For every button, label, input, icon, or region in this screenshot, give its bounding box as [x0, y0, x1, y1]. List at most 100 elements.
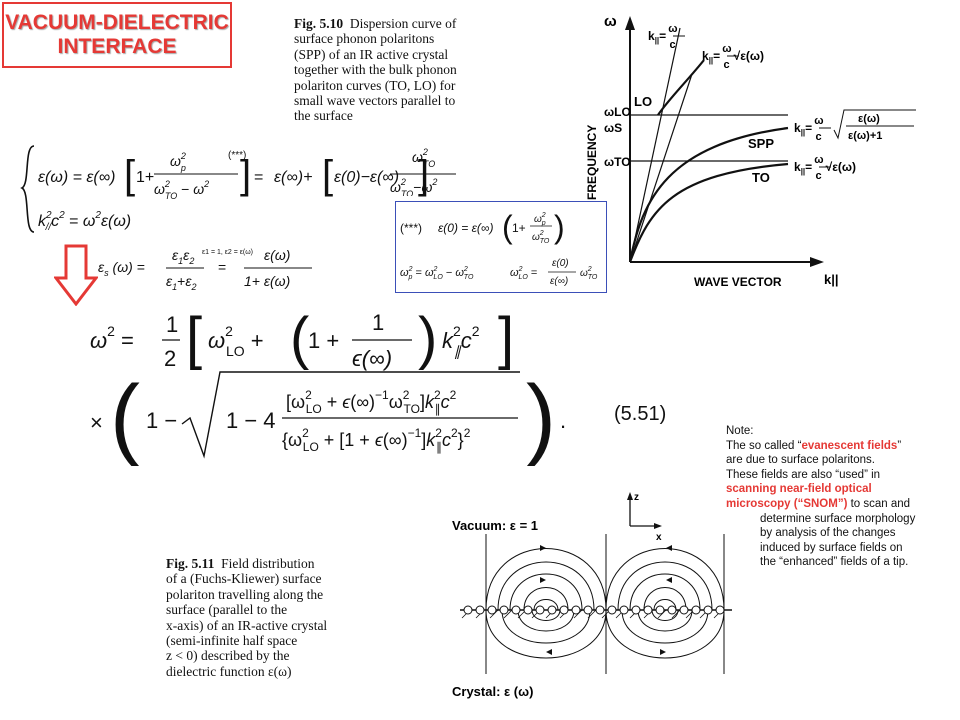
y-axis-title: FREQUENCY [585, 125, 599, 200]
svg-text:εs (ω) =: εs (ω) = [98, 259, 145, 278]
to-curve-label: TO [752, 170, 770, 185]
fig-5-10-line: surface phonon polaritons [294, 31, 435, 47]
down-arrow-icon [54, 244, 98, 306]
svg-text:(: ( [290, 306, 309, 371]
fig-5-11-line: Field distribution [221, 556, 315, 571]
fig-5-11-line: z < 0) described by the [166, 648, 290, 664]
svg-text:ω2 =: ω2 = [90, 323, 134, 353]
svg-text:[: [ [186, 306, 202, 371]
fig-5-10-line: small wave vectors parallel to [294, 93, 456, 109]
omega-s-label: ωS [604, 121, 622, 135]
note-indent-line: by analysis of the changes [760, 527, 896, 540]
svg-text:1 +: 1 + [308, 328, 339, 353]
snom-highlight-2: microscopy (“SNOM”) [726, 497, 848, 510]
snom-highlight-1: scanning near-field optical [726, 483, 872, 496]
svg-text:): ) [526, 368, 556, 466]
svg-text:ε(∞)+: ε(∞)+ [274, 169, 312, 186]
omega-lo-label: ωLO [604, 105, 631, 119]
x-axis-title: WAVE VECTOR [694, 275, 782, 289]
svg-text:2: 2 [164, 346, 176, 371]
to-curve [628, 162, 789, 263]
spp-numerator: ε(ω) [858, 113, 880, 125]
svg-text:ε(0): ε(0) [552, 258, 569, 269]
svg-text:[: [ [322, 153, 333, 197]
y-axis-arrow [625, 16, 635, 30]
title-line-2: INTERFACE [57, 35, 177, 58]
snom-note: Note: The so called “evanescent fields” … [726, 424, 958, 570]
k-axis-label: k|| [824, 272, 839, 287]
svg-text:=: = [254, 169, 263, 186]
svg-text:×: × [90, 410, 103, 435]
field-arrows [540, 545, 672, 655]
fig-5-10-line: together with the bulk phonon [294, 62, 457, 78]
svg-text:ω2p: ω2p [170, 151, 186, 173]
light-line-epsilon [629, 73, 693, 263]
x-label: x [656, 532, 662, 543]
svg-text:]: ] [418, 153, 429, 197]
fig-5-11-line: dielectric function ε(ω) [166, 663, 292, 679]
note-heading: Note: [726, 425, 754, 437]
note-indent-line: the “enhanced” fields of a tip. [760, 556, 909, 569]
fig-5-11-line: of a (Fuchs-Kliewer) surface [166, 571, 322, 587]
sqrt-sign [833, 109, 916, 140]
svg-text:(: ( [110, 368, 140, 466]
svg-text:ε(∞): ε(∞) [550, 276, 568, 287]
svg-text:1+ ε(ω): 1+ ε(ω) [244, 273, 290, 289]
fig-5-11-caption: Fig. 5.11 Field distribution of a (Fuchs… [166, 556, 386, 679]
svg-text:]: ] [498, 306, 514, 371]
svg-text:ε(0)−ε(∞): ε(0)−ε(∞) [334, 169, 399, 186]
system-brace [20, 145, 35, 233]
fig-5-10-label: Fig. 5.10 [294, 16, 344, 31]
svg-text:1: 1 [166, 312, 178, 337]
fig-5-11-line: polariton travelling along the [166, 586, 324, 602]
fig-5-10-line: the surface [294, 108, 353, 124]
eps-omega-lhs: ε(ω) = ε(∞) [38, 169, 115, 186]
svg-text:]: ] [240, 153, 251, 197]
fig-5-11-line: surface (parallel to the [166, 602, 288, 618]
lo-curve-label: LO [634, 94, 652, 109]
spp-curve-label: SPP [748, 136, 774, 151]
note-line-3: These fields are also “used” in [726, 468, 881, 481]
note-indent-line: induced by surface fields on [760, 541, 903, 554]
svg-text:ε(ω): ε(ω) [264, 247, 290, 263]
svg-text:=: = [218, 259, 226, 275]
light-line-vacuum [629, 27, 681, 263]
fig-5-11-label: Fig. 5.11 [166, 556, 215, 571]
svg-text:.: . [560, 408, 566, 433]
dispersion-plot: ω k|| WAVE VECTOR FREQUENCY ωLO ωS ωTO L… [585, 13, 916, 289]
field-distribution-plot: z x Vacuum: ε = 1 Crystal: ε (ω) [452, 492, 732, 699]
svg-text:1+: 1+ [512, 221, 526, 235]
crystal-label: Crystal: ε (ω) [452, 684, 533, 699]
marker-label: (***) [228, 150, 246, 161]
fig-5-10-caption: Fig. 5.10 Dispersion curve of surface ph… [294, 16, 494, 124]
svg-text:1: 1 [372, 310, 384, 335]
equation-number: (5.51) [614, 403, 666, 425]
svg-text:): ) [418, 306, 437, 371]
note-line-2: are due to surface polaritons. [726, 454, 875, 467]
note-indent-line: determine surface morphology [760, 512, 916, 525]
k-relation: k2//c2 = ω2ε(ω) [38, 210, 131, 233]
x-axis-arrow [810, 257, 824, 267]
svg-text:[: [ [124, 153, 135, 197]
svg-text:ε1+ε2: ε1+ε2 [166, 273, 197, 292]
svg-text:ϵ(∞): ϵ(∞) [352, 346, 392, 371]
title-line-1: VACUUM-DIELECTRIC [5, 11, 229, 34]
fig-5-11-line: x-axis) of an IR-active crystal [166, 617, 328, 633]
slide-title: VACUUM-DIELECTRIC INTERFACE [2, 2, 232, 68]
surface-eps-equation: εs (ω) = ε1ε2 ε1+ε2 = ε(ω) 1+ ε(ω) ε1 = … [98, 247, 312, 292]
field-lines-right [605, 548, 725, 659]
svg-text:1 − 4: 1 − 4 [226, 408, 276, 433]
